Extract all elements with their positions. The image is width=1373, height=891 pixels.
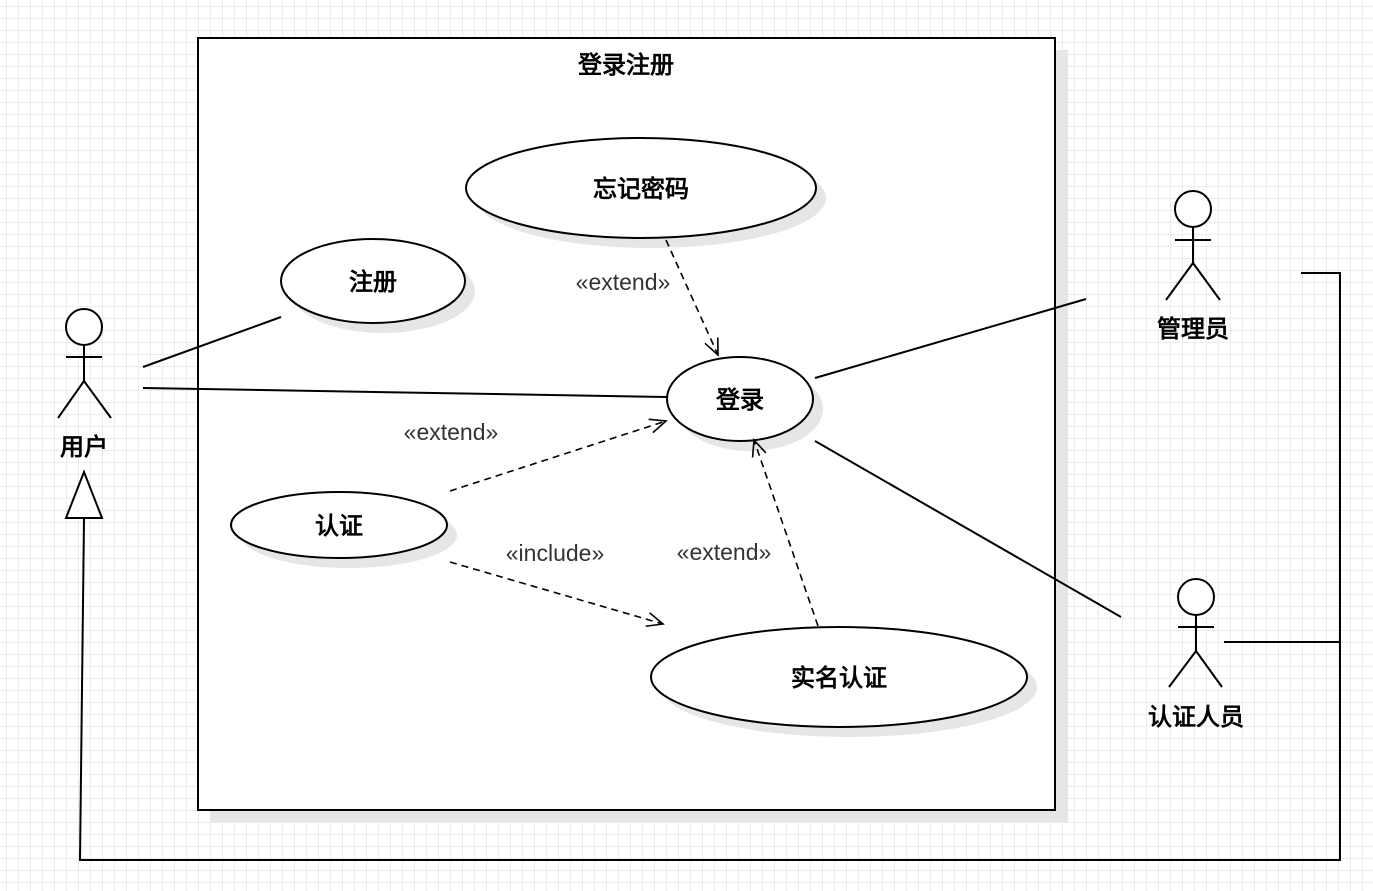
- extend-forgot-to-login-label: «extend»: [576, 269, 671, 295]
- actor-user-label: 用户: [60, 433, 108, 461]
- use-case-authenticate[interactable]: 认证: [230, 491, 457, 568]
- stick-figure-icon: [1165, 190, 1221, 301]
- association-user-login: [142, 387, 668, 398]
- use-case-login-label: 登录: [715, 386, 764, 414]
- use-case-authenticate-label: 认证: [315, 512, 363, 540]
- association-user-register: [142, 316, 282, 368]
- use-case-forgot-password[interactable]: 忘记密码: [465, 137, 826, 248]
- actor-user[interactable]: 用户: [57, 308, 112, 461]
- extend-realname-to-login-arrow: [751, 438, 819, 627]
- actor-admin[interactable]: 管理员: [1157, 190, 1229, 343]
- use-case-real-name-auth-label: 实名认证: [791, 664, 887, 692]
- actor-certifier[interactable]: 认证人员: [1148, 578, 1244, 731]
- extend-auth-to-login-arrow: [449, 418, 668, 492]
- use-case-login[interactable]: 登录: [666, 356, 823, 451]
- extend-realname-to-login-label: «extend»: [677, 539, 772, 565]
- generalization-admin-to-user: [78, 272, 1341, 861]
- association-admin-login: [814, 298, 1087, 379]
- include-auth-to-realname-arrow: [449, 561, 665, 628]
- actor-certifier-label: 认证人员: [1148, 703, 1244, 731]
- association-certifier-login: [814, 440, 1122, 618]
- use-case-register-label: 注册: [349, 268, 397, 296]
- include-auth-to-realname-label: «include»: [506, 540, 604, 566]
- use-case-real-name-auth[interactable]: 实名认证: [650, 626, 1037, 737]
- use-case-forgot-password-label: 忘记密码: [593, 175, 689, 203]
- extend-forgot-to-login-arrow: [665, 239, 719, 357]
- use-case-register[interactable]: 注册: [280, 238, 475, 333]
- actor-admin-label: 管理员: [1157, 315, 1229, 343]
- extend-auth-to-login-label: «extend»: [404, 419, 499, 445]
- stick-figure-icon: [57, 308, 112, 419]
- stick-figure-icon: [1168, 578, 1223, 688]
- generalization-arrowhead: [64, 469, 104, 519]
- system-title: 登录注册: [577, 51, 674, 79]
